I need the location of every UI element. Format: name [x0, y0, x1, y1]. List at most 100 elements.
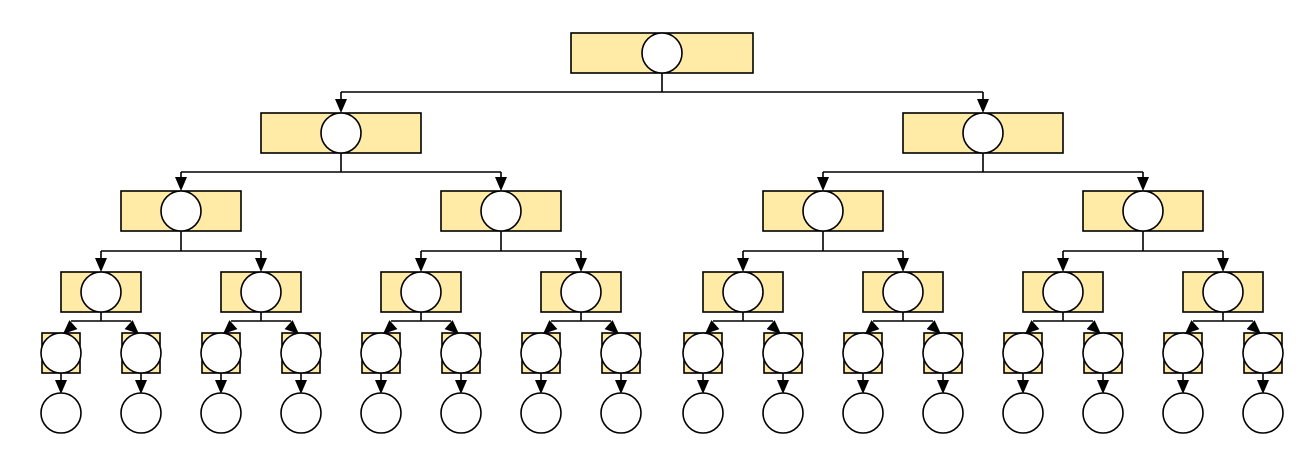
- tree-node: [1082, 190, 1204, 232]
- tree-node: [570, 32, 754, 74]
- node-circle: [360, 332, 402, 374]
- node-circle: [280, 332, 322, 374]
- tree-node: [1182, 271, 1264, 313]
- node-circle: [1002, 332, 1044, 374]
- tree-leaf-node: [1242, 392, 1284, 434]
- tree-node: [1082, 332, 1124, 374]
- edge-arrowhead: [1246, 320, 1261, 334]
- edge-arrowhead: [1137, 177, 1149, 191]
- edge-arrowhead: [135, 380, 147, 394]
- edge-arrowhead: [766, 320, 781, 334]
- edge-arrowhead: [1086, 320, 1101, 334]
- tree-leaf-node: [1082, 392, 1124, 434]
- edge-arrowhead: [543, 320, 558, 334]
- tree-node: [1242, 332, 1284, 374]
- node-circle: [922, 332, 964, 374]
- edge-arrowhead: [977, 99, 989, 113]
- edge-arrowhead: [697, 380, 709, 394]
- edge-arrowhead: [857, 380, 869, 394]
- tree-node: [40, 332, 82, 374]
- edge-arrowhead: [1217, 258, 1229, 272]
- tree-leaf-node: [120, 392, 162, 434]
- node-circle: [1082, 332, 1124, 374]
- edge-arrowhead: [777, 380, 789, 394]
- edge-arrowhead: [415, 258, 427, 272]
- tree-edge-bracket: [822, 153, 1144, 183]
- edge-arrowhead: [1025, 320, 1040, 334]
- edge-arrowhead: [375, 380, 387, 394]
- node-circle: [762, 392, 804, 434]
- tree-node: [440, 332, 482, 374]
- edge-arrowhead: [284, 320, 299, 334]
- node-circle: [280, 392, 322, 434]
- tree-node: [862, 271, 944, 313]
- tree-node: [922, 332, 964, 374]
- edge-arrowhead: [1257, 380, 1269, 394]
- node-circle: [682, 332, 724, 374]
- node-circle: [882, 271, 924, 313]
- node-circle: [440, 332, 482, 374]
- tree-node: [260, 112, 422, 154]
- edge-arrowhead: [175, 177, 187, 191]
- tree-node: [682, 332, 724, 374]
- node-circle: [1242, 392, 1284, 434]
- tree-leaf-node: [520, 392, 562, 434]
- node-circle: [722, 271, 764, 313]
- edge-arrowhead: [1017, 380, 1029, 394]
- node-circle: [200, 332, 242, 374]
- edge-arrowhead: [615, 380, 627, 394]
- edge-arrowhead: [937, 380, 949, 394]
- edge-arrowhead: [575, 258, 587, 272]
- node-circle: [120, 392, 162, 434]
- edge-arrowhead: [1057, 258, 1069, 272]
- edge-arrowhead: [495, 177, 507, 191]
- tree-node: [762, 190, 884, 232]
- node-circle: [80, 271, 122, 313]
- node-circle: [360, 392, 402, 434]
- node-circle: [40, 392, 82, 434]
- node-circle: [1002, 392, 1044, 434]
- node-circle: [922, 392, 964, 434]
- node-circle: [520, 332, 562, 374]
- node-circle: [962, 112, 1004, 154]
- tree-leaf-node: [762, 392, 804, 434]
- tree-node: [280, 332, 322, 374]
- tree-node: [120, 190, 242, 232]
- edge-arrowhead: [215, 380, 227, 394]
- node-circle: [1082, 392, 1124, 434]
- tree-edge-bracket: [551, 312, 611, 322]
- edge-arrowhead: [897, 258, 909, 272]
- edge-arrowhead: [1185, 320, 1200, 334]
- tree-node: [1002, 332, 1044, 374]
- tree-leaf-node: [682, 392, 724, 434]
- tree-leaf-node: [600, 392, 642, 434]
- tree-edge-bracket: [391, 312, 451, 322]
- node-circle: [600, 332, 642, 374]
- node-circle: [520, 392, 562, 434]
- edge-arrowhead: [705, 320, 720, 334]
- tree-node: [702, 271, 784, 313]
- node-circle: [802, 190, 844, 232]
- tree-edge-bracket: [71, 312, 131, 322]
- tree-node: [380, 271, 462, 313]
- tree-edge-bracket: [1033, 312, 1093, 322]
- tree-node: [600, 332, 642, 374]
- tree-node: [1162, 332, 1204, 374]
- node-circle: [1202, 271, 1244, 313]
- edge-arrowhead: [295, 380, 307, 394]
- node-circle: [480, 190, 522, 232]
- tree-edge-bracket: [340, 73, 984, 105]
- tree-leaf-node: [360, 392, 402, 434]
- node-circle: [842, 332, 884, 374]
- edge-arrowhead: [63, 320, 78, 334]
- tree-node: [902, 112, 1064, 154]
- edge-arrowhead: [255, 258, 267, 272]
- node-circle: [160, 190, 202, 232]
- node-circle: [600, 392, 642, 434]
- edge-arrowhead: [223, 320, 238, 334]
- node-circle: [560, 271, 602, 313]
- tree-edge-bracket: [713, 312, 773, 322]
- edge-arrowhead: [604, 320, 619, 334]
- tree-edge-bracket: [100, 231, 262, 264]
